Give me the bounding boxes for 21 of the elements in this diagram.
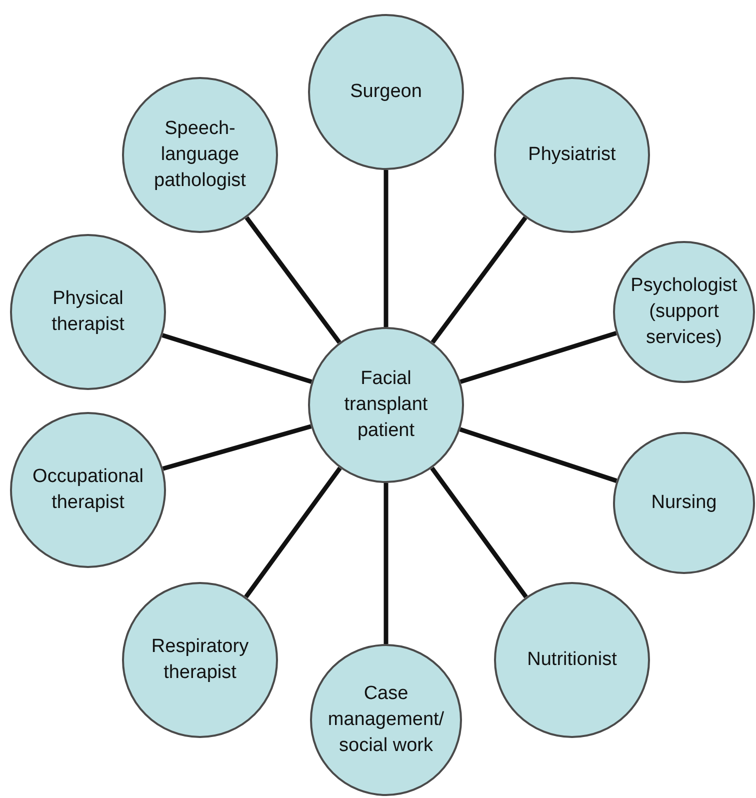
role-label: Psychologist (support services) [630,274,738,350]
role-label: Nursing [650,491,718,515]
connector-line [430,466,528,598]
connector-line [162,424,312,471]
connector-line [384,170,388,327]
connector-line [460,331,617,384]
connector-line [430,216,528,344]
role-label: Occupational therapist [32,465,144,515]
connector-line [162,333,312,384]
role-label: Physiatrist [527,143,617,167]
connector-line [384,483,388,644]
connector-line [244,216,342,344]
role-label: Case management/ social work [326,682,446,758]
connector-line [244,466,342,598]
role-label: Respiratory therapist [150,635,250,685]
role-label: Physical therapist [50,287,126,337]
role-label: Speech-language pathologist [153,117,247,193]
role-label: Nutritionist [526,648,618,672]
connector-line [459,427,618,483]
role-label: Surgeon [349,80,423,104]
role-label: Facial transplant patient [343,367,429,443]
